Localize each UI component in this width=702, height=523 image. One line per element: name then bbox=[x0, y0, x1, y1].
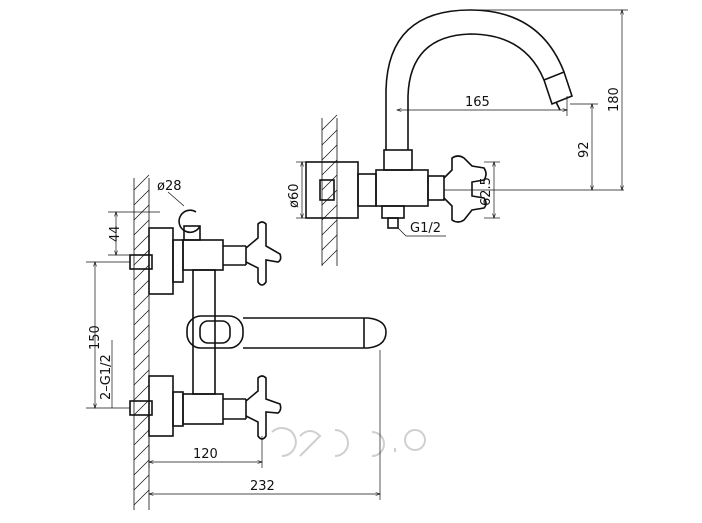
dim-232: 232 bbox=[250, 479, 275, 494]
dim-thread-2-g12: 2–G1/2 bbox=[99, 354, 114, 400]
dim-92: 92 bbox=[577, 141, 592, 158]
front-view-dimension-lines bbox=[86, 191, 380, 500]
dim-120: 120 bbox=[193, 447, 218, 462]
dim-44: 44 bbox=[108, 225, 123, 242]
watermark bbox=[271, 427, 427, 457]
front-view-faucet bbox=[129, 209, 387, 440]
dim-165: 165 bbox=[465, 95, 490, 110]
dim-180: 180 bbox=[607, 87, 622, 112]
dim-diameter-60: ø60 bbox=[287, 184, 302, 209]
front-view-wall bbox=[133, 174, 150, 510]
side-view-dimension-lines bbox=[296, 10, 628, 237]
side-view-faucet bbox=[305, 9, 573, 229]
dim-diameter-28: ø28 bbox=[157, 179, 182, 194]
dim-thread-g12: G1/2 bbox=[410, 221, 441, 236]
dim-150: 150 bbox=[88, 325, 103, 350]
dim-62-5: 62.5 bbox=[479, 177, 494, 206]
side-view-wall bbox=[321, 114, 338, 266]
